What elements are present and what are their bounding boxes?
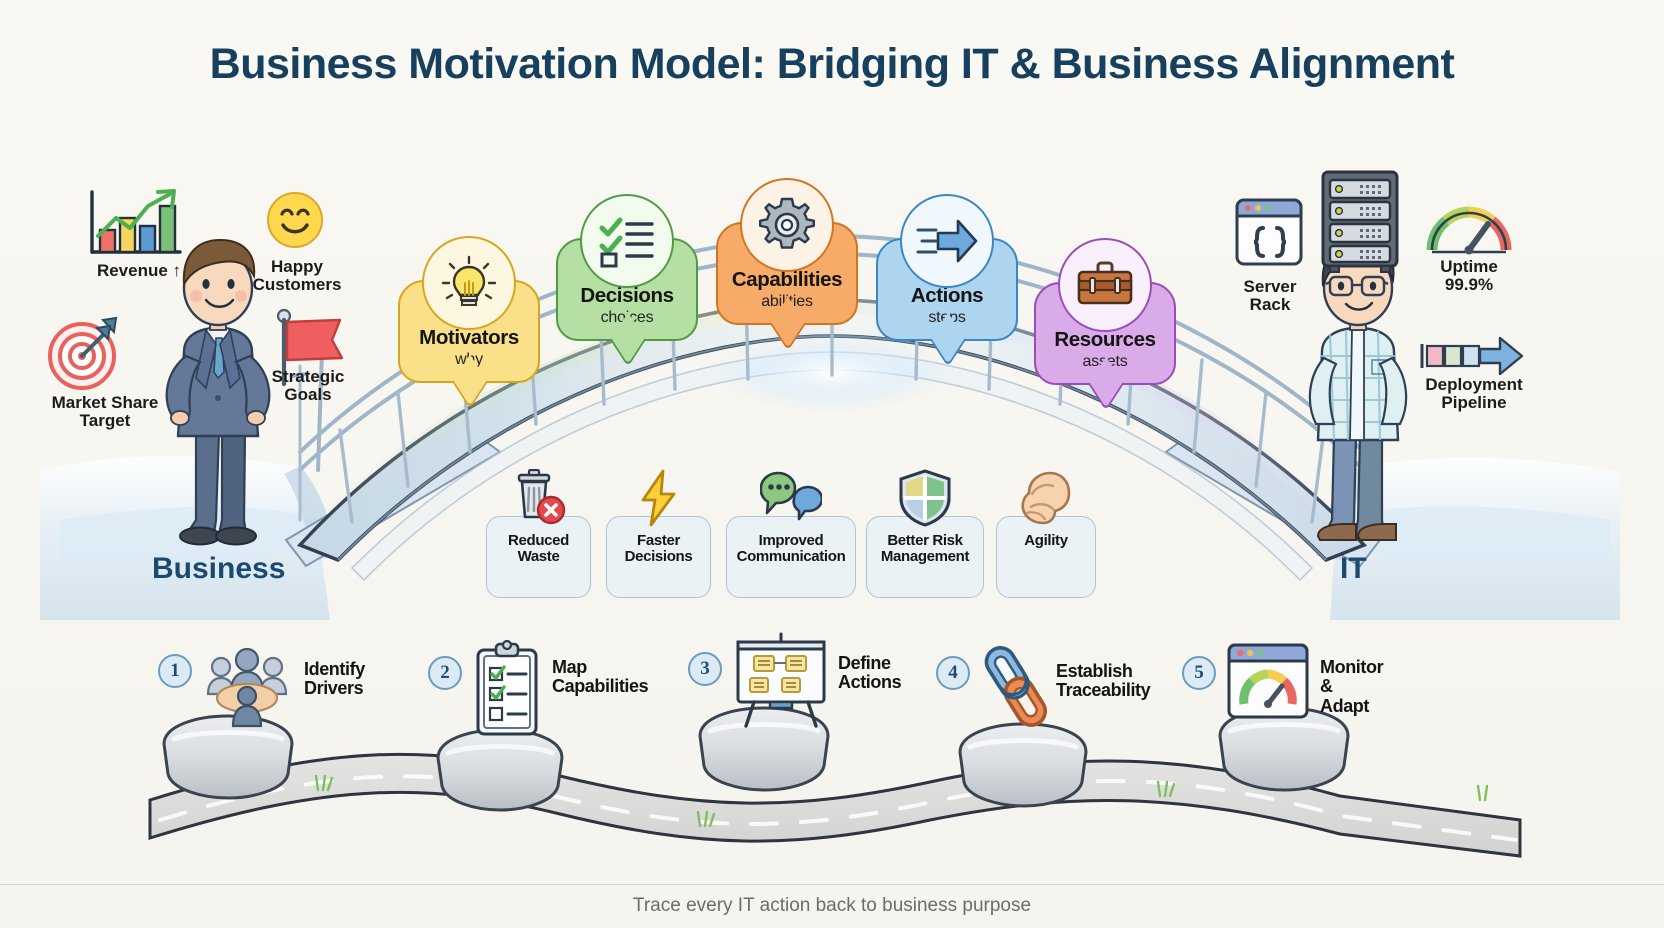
bridge-pin-motivators[interactable]: Motivators why: [398, 236, 540, 383]
whiteboard-notes-icon: [730, 632, 832, 733]
benefit-card-improved-communication[interactable]: Improved Communication: [726, 471, 856, 598]
step-number: 4: [936, 656, 970, 690]
smiley-face-icon: [265, 190, 325, 255]
target-dartboard-icon: [40, 310, 124, 399]
bridge-pin-subtitle: steps: [928, 308, 966, 326]
benefit-label: Better Risk Management: [880, 532, 970, 565]
lightning-bolt-icon: [630, 469, 688, 527]
business-icon-caption-market-share: Market Share Target: [51, 393, 159, 431]
bridge-pin-actions[interactable]: Actions steps: [876, 194, 1018, 341]
it-icon-caption-server-rack: Server Rack: [1243, 277, 1297, 315]
benefit-label: Agility: [1024, 532, 1068, 549]
checklist-icon: [580, 194, 674, 288]
it-icon-caption-uptime: Uptime 99.9%: [1440, 257, 1498, 295]
step-number: 1: [158, 654, 192, 688]
footer-caption: Trace every IT action back to business p…: [632, 895, 1032, 916]
bridge-pin-decisions[interactable]: Decisions choices: [556, 194, 698, 341]
chain-link-icon: [978, 640, 1052, 739]
server-rack-icon: [1318, 168, 1402, 279]
trash-remove-icon: [510, 468, 568, 527]
step-label: Define Actions: [838, 653, 902, 693]
lightbulb-icon: [422, 236, 516, 330]
bridge-pin-title: Resources: [1054, 328, 1156, 351]
business-side-label: Business: [152, 552, 286, 585]
business-icon-caption-revenue: Revenue ↑: [96, 261, 182, 280]
gear-icon: [740, 178, 834, 272]
page-title: Business Motivation Model: Bridging IT &…: [209, 40, 1455, 88]
bridge-pin-subtitle: abilities: [761, 292, 813, 310]
benefit-card-faster-decisions[interactable]: Faster Decisions: [606, 469, 711, 598]
business-icon-caption-strategic-goals: Strategic Goals: [271, 367, 345, 405]
it-icon-caption-deployment-pipeline: Deployment Pipeline: [1425, 375, 1523, 413]
shield-icon: [898, 469, 952, 527]
people-group-icon: [200, 646, 296, 733]
step-number: 5: [1182, 656, 1216, 690]
clipboard-checklist-icon: [472, 639, 544, 741]
toolbox-icon: [1058, 238, 1152, 332]
step-label: Monitor & Adapt: [1320, 657, 1384, 716]
bridge-pin-subtitle: assets: [1082, 352, 1128, 370]
it-side-label: IT: [1340, 552, 1367, 585]
red-flag-icon: [274, 306, 352, 393]
speech-bubbles-icon: [759, 469, 824, 527]
bridge-pin-title: Decisions: [580, 284, 674, 307]
flexed-bicep-icon: [1019, 469, 1073, 527]
step-label: Identify Drivers: [304, 659, 365, 699]
arrow-right-icon: [900, 194, 994, 288]
benefit-label: Faster Decisions: [624, 532, 693, 565]
bridge-pin-subtitle: choices: [600, 308, 654, 326]
gauge-uptime-icon: [1424, 198, 1514, 265]
step-number: 3: [688, 652, 722, 686]
bridge-pin-capabilities[interactable]: Capabilities abilities: [716, 178, 858, 325]
bridge-pin-title: Motivators: [419, 326, 519, 349]
footer-divider: [0, 884, 1664, 885]
benefit-label: Reduced Waste: [508, 532, 569, 565]
business-person: [165, 238, 271, 546]
step-label: Establish Traceability: [1056, 661, 1151, 701]
code-window-icon: [1233, 196, 1305, 273]
benefit-card-better-risk-management[interactable]: Better Risk Management: [866, 469, 984, 598]
benefit-card-reduced-waste[interactable]: Reduced Waste: [486, 468, 591, 598]
bar-chart-growth-icon: [82, 186, 186, 269]
bridge-pin-subtitle: why: [455, 350, 483, 368]
pipeline-arrow-icon: [1418, 334, 1526, 385]
business-icon-caption-happy-customers: Happy Customers: [252, 257, 342, 295]
dashboard-gauge-icon: [1226, 642, 1310, 725]
benefit-card-agility[interactable]: Agility: [996, 471, 1096, 598]
benefit-label: Improved Communication: [736, 532, 846, 565]
bridge-pin-title: Capabilities: [731, 268, 843, 291]
step-number: 2: [428, 656, 462, 690]
bridge-pin-resources[interactable]: Resources assets: [1034, 238, 1176, 385]
bridge-pin-title: Actions: [910, 284, 984, 307]
step-label: Map Capabilities: [552, 657, 649, 697]
